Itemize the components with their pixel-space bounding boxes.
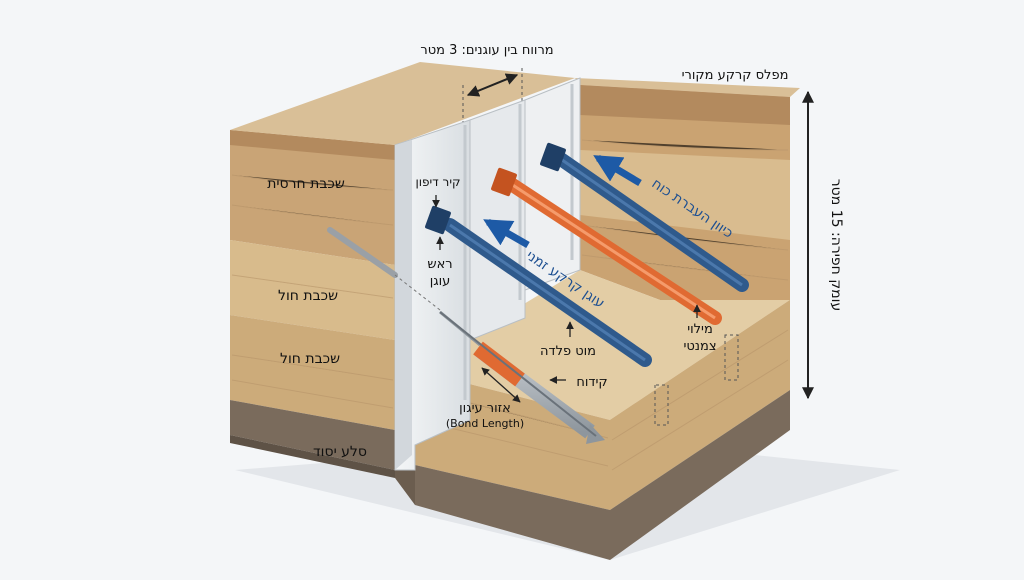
depth-label: עומק חפירה: 15 מטר <box>828 179 844 312</box>
grout-label-1: מילוי <box>687 322 713 337</box>
anchor-head-label-2: עוגן <box>430 274 451 289</box>
anchor-2 <box>491 167 722 325</box>
bedrock-front <box>230 400 395 470</box>
clay-layer-front <box>230 130 395 265</box>
anchor-head-label-1: ראש <box>427 257 452 272</box>
bond-zone-label: אזור עיגון <box>459 401 511 416</box>
bond-length-label: (Bond Length) <box>446 417 524 430</box>
sand-layer-2-label: שכבת חול <box>280 351 340 367</box>
spacing-arrow-icon <box>466 73 519 97</box>
diaphragm-wall-label: קיר דיפון <box>415 175 460 189</box>
anchor-head-plate-2 <box>491 167 517 197</box>
grout-label-2: צמנטי <box>683 339 716 354</box>
clay-layer-label: שכבת חרסית <box>267 176 345 192</box>
anchor-head-plate-1 <box>425 205 451 235</box>
sand-layer-1-label: שכבת חול <box>278 288 338 304</box>
spacing-label: מרווח בין עוגנים: 3 מטר <box>420 43 553 58</box>
pointer-arrows <box>432 195 701 403</box>
pointer-arrow-icon <box>481 367 521 403</box>
force-arrow-icon <box>483 218 530 249</box>
force-arrows <box>483 154 642 249</box>
anchor-head-plate-3 <box>540 142 566 172</box>
drilling-label: קידוח <box>576 375 607 390</box>
top-surface-right <box>575 78 800 97</box>
sand-layer-1-front <box>230 240 395 340</box>
force-arrow-icon <box>593 154 642 187</box>
original-surface-label: מפלס קרקע מקורי <box>682 68 789 83</box>
anchor-3 <box>540 142 749 292</box>
bedrock-label: סלע יסוד <box>313 444 367 460</box>
tendon-label: מוט פלדה <box>540 344 596 359</box>
left-face <box>230 130 395 478</box>
anchor-1 <box>425 205 652 367</box>
